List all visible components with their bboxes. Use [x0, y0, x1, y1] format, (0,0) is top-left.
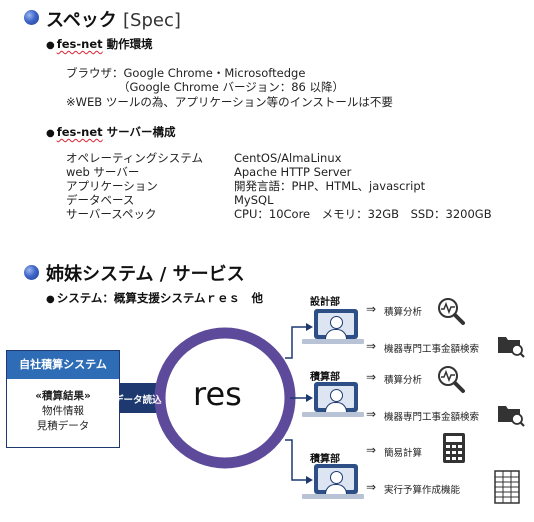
feature-label: 機器専門工事金額検索 [384, 412, 480, 423]
server-heading: ●fes-net サーバー構成 [46, 125, 176, 139]
browser-note: （Google Chrome バージョン：86 以降） [118, 80, 345, 94]
feature-arrow: ⇒ [366, 302, 377, 316]
user-terminal-icon [314, 382, 358, 413]
feature-label: 実行予算作成機能 [384, 485, 461, 496]
sister-title: 姉妹システム / サービス [46, 264, 245, 285]
analysis-magnifier-icon [438, 298, 465, 325]
res-label: res [193, 375, 242, 413]
feature-label: 積算分析 [384, 307, 423, 318]
spec-title: スペック [Spec] [46, 10, 181, 31]
system-line: ●システム：概算支援システムｒｅｓ 他 [46, 291, 264, 305]
feature-arrow: ⇒ [366, 407, 377, 421]
feature-arrow: ⇒ [366, 370, 377, 384]
feature-label: 簡易計算 [384, 448, 423, 459]
source-system-header: 自社積算システム [7, 351, 119, 379]
folder-search-icon [498, 406, 525, 427]
data-import-label: データ読込 [114, 395, 162, 406]
browser-line: ブラウザ：Google Chrome・Microsoftedge [66, 66, 306, 80]
feature-label: 積算分析 [384, 375, 423, 386]
department-label: 積算部 [310, 372, 340, 383]
spec-value: MySQL [234, 193, 274, 207]
folder-search-icon [498, 337, 525, 358]
section-bullet-icon [24, 10, 39, 25]
department-label: 設計部 [310, 297, 340, 308]
spec-value: Apache HTTP Server [234, 165, 352, 179]
source-system-box: 自社積算システム «積算結果» 物件情報 見積データ [6, 350, 120, 448]
spec-label: オペレーティングシステム [66, 151, 203, 165]
source-system-lines: «積算結果» 物件情報 見積データ [35, 390, 91, 432]
section-bullet-icon [24, 265, 39, 280]
department-label: 積算部 [310, 454, 340, 465]
analysis-magnifier-icon [438, 366, 465, 393]
spreadsheet-document-icon [494, 470, 520, 504]
feature-arrow: ⇒ [366, 443, 377, 457]
spec-value: CentOS/AlmaLinux [234, 151, 342, 165]
spec-label: web サーバー [66, 165, 140, 179]
feature-arrow: ⇒ [366, 339, 377, 353]
spec-label: データベース [66, 193, 135, 207]
spec-value: 開発言語：PHP、HTML、javascript [234, 179, 426, 193]
feature-arrow: ⇒ [366, 480, 377, 494]
user-terminal-icon [314, 309, 358, 340]
calculator-icon [443, 433, 465, 463]
user-terminal-icon [314, 464, 358, 495]
env-heading: ●fes-net 動作環境 [46, 37, 153, 51]
spec-label: サーバースペック [66, 207, 157, 221]
feature-label: 機器専門工事金額検索 [384, 344, 480, 355]
install-note: ※WEB ツールの為、アプリケーション等のインストールは不要 [66, 95, 393, 109]
spec-label: アプリケーション [66, 179, 158, 193]
spec-value: CPU：10Core メモリ：32GB SSD：3200GB [234, 207, 492, 221]
